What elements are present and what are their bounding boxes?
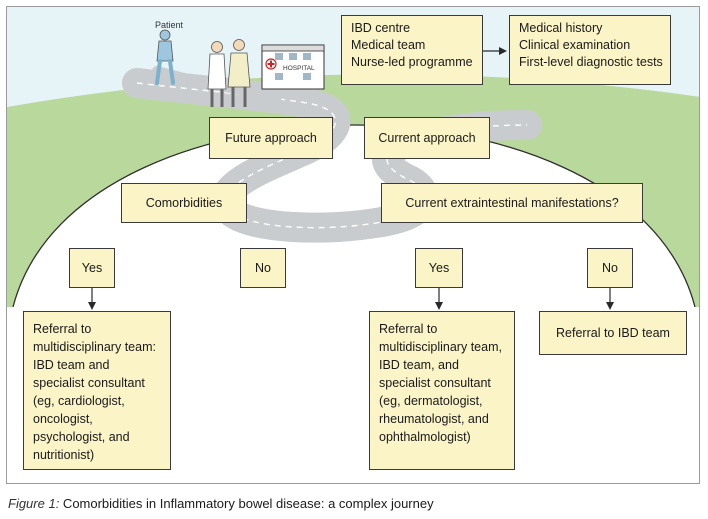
figure-frame: Patient HOSPITAL [6, 6, 700, 484]
comorbidities-label: Comorbidities [145, 195, 223, 210]
yes-right-label: Yes [428, 260, 450, 275]
referral-right-line-2: multidisciplinary team, [379, 340, 502, 354]
ibd-centre-line-1: IBD centre [351, 21, 411, 35]
ibd-centre-box: IBD centre Medical team Nurse-led progra… [341, 15, 483, 85]
ibd-centre-line-2: Medical team [351, 38, 426, 52]
referral-left-line-5: (eg, cardiologist, [33, 394, 125, 408]
future-approach-box: Future approach [209, 117, 333, 159]
ibd-centre-line-3: Nurse-led programme [351, 55, 473, 69]
medical-history-line-1: Medical history [519, 21, 603, 35]
patient-label: Patient [155, 20, 184, 30]
arrowheads [88, 47, 614, 310]
figure-caption: Figure 1: Comorbidities in Inflammatory … [8, 496, 434, 511]
referral-right-line-5: (eg, dermatologist, [379, 394, 483, 408]
extraintestinal-label: Current extraintestinal manifestations? [405, 195, 619, 210]
referral-left-line-7: psychologist, and [33, 430, 130, 444]
patient-figure [155, 29, 175, 85]
yes-left-box: Yes [69, 248, 115, 288]
figure-caption-text: Comorbidities in Inflammatory bowel dise… [59, 496, 434, 511]
referral-right-line-6: rheumatologist, and [379, 412, 489, 426]
hospital-sign: HOSPITAL [283, 65, 315, 72]
yes-right-box: Yes [415, 248, 463, 288]
arrowhead-right [499, 47, 507, 55]
figure-label: Figure 1: [8, 496, 60, 511]
referral-left-line-8: nutritionist) [33, 448, 95, 462]
referral-left-box: Referral to multidisciplinary team: IBD … [23, 311, 171, 470]
no-right-label: No [602, 260, 618, 275]
referral-left-line-4: specialist consultant [33, 376, 145, 390]
connectors [91, 50, 611, 303]
no-right-box: No [587, 248, 633, 288]
current-approach-label: Current approach [378, 130, 476, 145]
medical-history-line-3: First-level diagnostic tests [519, 55, 663, 69]
referral-right-line-3: IBD team, and [379, 358, 459, 372]
medical-history-box: Medical history Clinical examination Fir… [509, 15, 671, 85]
future-approach-label: Future approach [225, 130, 317, 145]
referral-left-line-3: IBD team and [33, 358, 110, 372]
referral-left-line-6: oncologist, [33, 412, 93, 426]
yes-left-label: Yes [81, 260, 103, 275]
referral-right-line-4: specialist consultant [379, 376, 491, 390]
referral-right-line-1: Referral to [379, 322, 438, 336]
current-approach-box: Current approach [364, 117, 490, 159]
arrowhead-down-left [88, 302, 96, 310]
referral-right-box: Referral to multidisciplinary team, IBD … [369, 311, 515, 470]
hospital-building [261, 44, 325, 90]
no-left-label: No [255, 260, 271, 275]
arrowhead-down-middle [435, 302, 443, 310]
referral-left-line-2: multidisciplinary team: [33, 340, 156, 354]
medical-team-figures [207, 39, 251, 107]
referral-left-line-1: Referral to [33, 322, 92, 336]
arrowhead-down-right [606, 302, 614, 310]
referral-right-line-7: ophthalmologist) [379, 430, 471, 444]
no-left-box: No [240, 248, 286, 288]
referral-ibd-label: Referral to IBD team [556, 325, 670, 340]
extraintestinal-box: Current extraintestinal manifestations? [381, 183, 643, 223]
medical-history-line-2: Clinical examination [519, 38, 631, 52]
referral-ibd-box: Referral to IBD team [539, 311, 687, 355]
comorbidities-box: Comorbidities [121, 183, 247, 223]
